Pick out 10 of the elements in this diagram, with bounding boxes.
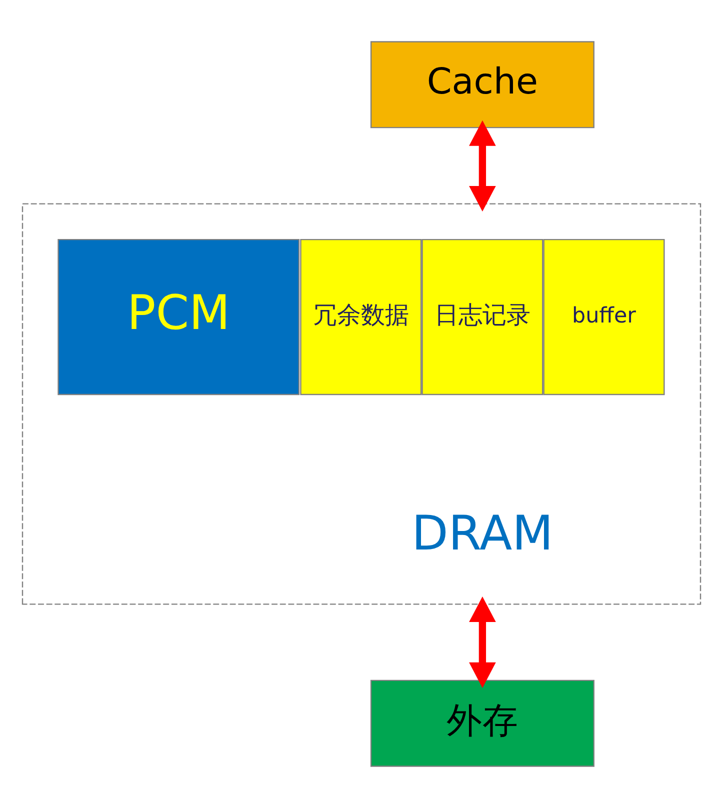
- node-box: 日志记录: [422, 238, 544, 395]
- node-box: buffer: [543, 238, 665, 395]
- node-box: Cache: [370, 40, 594, 128]
- node-box: 外存: [370, 679, 594, 766]
- label: DRAM: [412, 506, 554, 561]
- node-box: PCM: [58, 238, 300, 395]
- node-box: 冗余数据: [300, 238, 422, 395]
- cluster: [22, 202, 702, 604]
- arrow: [469, 120, 496, 212]
- arrow: [469, 596, 496, 688]
